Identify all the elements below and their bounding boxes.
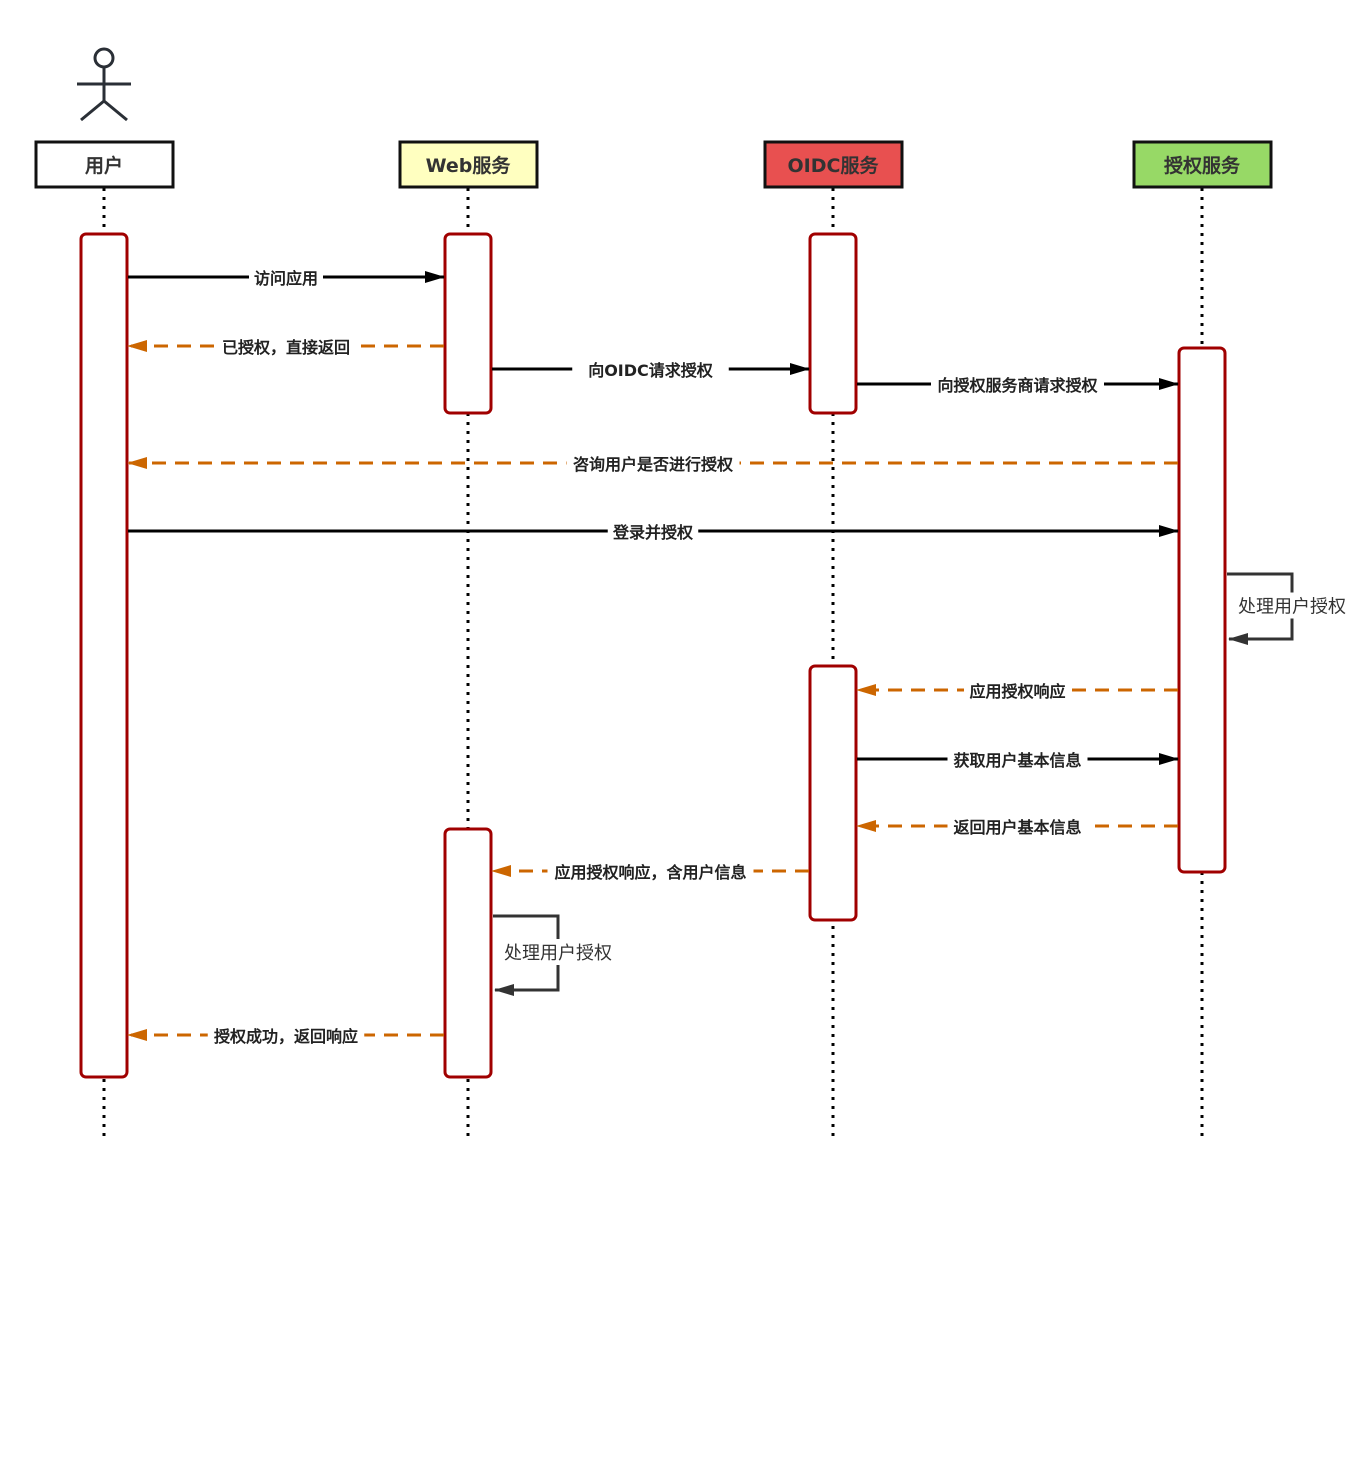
label-background: [947, 748, 1088, 770]
label-background: [207, 1024, 365, 1046]
activation-bar: [808, 232, 858, 415]
activation-bar: [443, 232, 493, 415]
message-8: 应用授权响应: [856, 679, 1178, 701]
message-label: 向授权服务商请求授权: [937, 376, 1098, 395]
label-background: [547, 860, 754, 882]
message-6: 登录并授权: [128, 520, 1179, 542]
participant-box: [1132, 140, 1273, 189]
message-2: 已授权，直接返回: [127, 335, 444, 357]
message-3: 向OIDC请求授权: [492, 358, 810, 380]
actor-icon: [77, 47, 131, 122]
participant-web: Web服务: [398, 140, 539, 1142]
label-background: [500, 939, 616, 965]
participant-box: [34, 140, 175, 189]
participant-label: 授权服务: [1164, 154, 1241, 177]
message-9: 获取用户基本信息: [857, 748, 1179, 770]
participant-label: 用户: [85, 154, 123, 177]
message-7: 处理用户授权: [1227, 572, 1350, 645]
label-background: [931, 373, 1104, 395]
label-background: [249, 266, 323, 288]
message-12: 处理用户授权: [493, 914, 616, 996]
label-background: [947, 815, 1088, 837]
message-label: 返回用户基本信息: [953, 818, 1081, 837]
message-label: 向OIDC请求授权: [588, 361, 714, 380]
message-label: 授权成功，返回响应: [214, 1027, 358, 1046]
participant-label: Web服务: [426, 154, 512, 177]
message-label: 获取用户基本信息: [953, 751, 1081, 770]
self-message-label: 处理用户授权: [1238, 597, 1346, 618]
actor-leg: [80, 99, 105, 122]
message-10: 返回用户基本信息: [856, 815, 1178, 837]
label-background: [216, 335, 356, 357]
message-label: 已授权，直接返回: [222, 338, 350, 357]
participant-oidc: OIDC服务: [763, 140, 904, 1142]
participant-box: [398, 140, 539, 189]
message-13: 授权成功，返回响应: [127, 1024, 444, 1046]
message-label: 应用授权响应: [969, 682, 1065, 701]
message-label: 访问应用: [254, 269, 318, 288]
activation-bar: [443, 827, 493, 1079]
self-message-label: 处理用户授权: [504, 943, 612, 964]
message-11: 应用授权响应，含用户信息: [491, 860, 809, 882]
label-background: [1234, 592, 1350, 619]
label-background: [964, 679, 1071, 701]
label-background: [607, 520, 699, 542]
participant-auth: 授权服务: [1132, 140, 1273, 1142]
participant-user: 用户: [34, 47, 175, 1142]
message-label: 登录并授权: [612, 523, 694, 542]
message-5: 咨询用户是否进行授权: [127, 452, 1178, 474]
label-background: [566, 452, 740, 474]
participant-box: [763, 140, 904, 189]
message-label: 咨询用户是否进行授权: [573, 455, 734, 474]
actor-leg: [103, 99, 128, 122]
activation-bar: [808, 664, 858, 922]
participant-label: OIDC服务: [788, 154, 880, 177]
activation-bar: [79, 232, 129, 1079]
message-label: 应用授权响应，含用户信息: [554, 863, 746, 882]
message-4: 向授权服务商请求授权: [857, 373, 1179, 395]
message-1: 访问应用: [128, 266, 445, 288]
activation-bar: [1177, 346, 1227, 874]
label-background: [572, 358, 729, 380]
actor-head: [93, 47, 115, 69]
